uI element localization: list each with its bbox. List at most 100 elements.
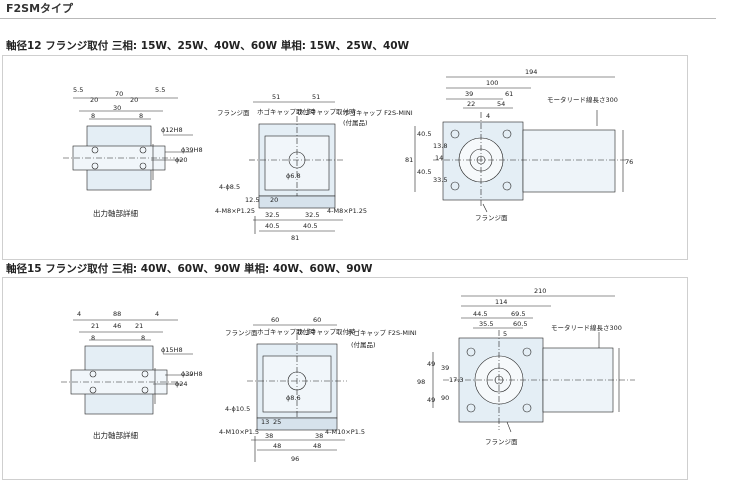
drawing-panel-2: 4 88 4 21 46 21 8 8 ϕ15H8 ϕ39H8 ϕ24 出力軸部… [2,277,688,480]
detail-dim-1-1: 20 [90,96,98,104]
detail-dim-2-1: 88 [113,310,121,318]
detail-dim-1-5: 5.5 [155,86,165,94]
front-dim-2-0: 60 [271,316,279,324]
side-dim-2-12: 90 [441,394,449,402]
front-label-1-0: フランジ面 [217,109,250,117]
side-dim-2-2: 44.5 [473,310,487,318]
front-dim-2-11: 48 [313,442,321,450]
side-dim-1-9: 81 [405,156,413,164]
side-dim-1-1: 100 [486,79,498,87]
output-shaft-detail-1 [63,97,193,191]
side-dim-2-3: 69.5 [511,310,525,318]
front-dim-2-10: 48 [273,442,281,450]
front-dim-2-1: 60 [313,316,321,324]
detail-dim-2-8: ϕ15H8 [161,346,183,354]
front-label-2-3: ホゴキャップ F2S-MINI [347,328,417,337]
detail-dim-1-9: ϕ39H8 [181,146,203,154]
side-dim-2-1: 114 [495,298,507,306]
front-dim-1-7: 4-M8×P1.25 [327,207,367,215]
front-dim-2-9: 38 [315,432,323,440]
detail-dim-2-4: 46 [113,322,121,330]
front-dim-1-2: ϕ6.8 [286,172,301,180]
side-dim-1-13: 76 [625,158,633,166]
front-dim-1-0: 51 [272,93,280,101]
detail-dim-2-9: ϕ39H8 [181,370,203,378]
side-dim-1-7: 40.5 [417,130,431,138]
side-dim-2-10: 39 [441,364,449,372]
side-dim-1-10: 13.8 [433,142,447,150]
front-dim-1-4: 12.5 [245,196,259,204]
front-dim-2-7: 4-M10×P1.5 [325,428,365,436]
side-label-2-0: モータリード線長さ300 [551,323,622,332]
front-dim-1-5: 20 [270,196,278,204]
side-dim-2-5: 60.5 [513,320,527,328]
section-title-2: 軸径15 フランジ取付 三相: 40W、60W、90W 単相: 40W、60W、… [6,263,373,275]
front-dim-1-12: 81 [291,234,299,242]
side-dim-1-11: 14 [435,154,443,162]
front-dim-2-4: 13 [261,418,269,426]
detail-dim-1-7: 8 [139,112,143,120]
title-divider [0,18,716,19]
front-dim-2-3: 4-ϕ10.5 [225,405,250,413]
front-dim-1-6: 4-M8×P1.25 [215,207,255,215]
side-dim-1-12: 33.5 [433,176,447,184]
side-dim-2-9: 98 [417,378,425,386]
side-label-2-1: フランジ面 [485,438,518,446]
front-dim-2-2: ϕ8.6 [286,394,301,402]
front-dim-2-12: 96 [291,455,299,463]
detail-dim-1-0: 5.5 [73,86,83,94]
detail-dim-1-3: 70 [115,90,123,98]
detail-dim-1-8: ϕ12H8 [161,126,183,134]
detail-dim-2-2: 4 [155,310,159,318]
side-view-2 [432,295,635,433]
front-view-2 [247,324,347,462]
section-title-1: 軸径12 フランジ取付 三相: 15W、25W、40W、60W 単相: 15W、… [6,40,410,52]
detail-dim-2-10: ϕ24 [175,380,188,388]
front-label-1-4: (付属品) [343,118,368,127]
front-dim-2-6: 4-M10×P1.5 [219,428,259,436]
front-label-2-2: ホゴキャップ取付時 [297,327,356,336]
detail-caption-1: 出力軸部詳細 [93,208,138,218]
front-dim-1-3: 4-ϕ8.5 [219,183,240,191]
detail-dim-1-2: 20 [130,96,138,104]
dimension-drawing-1: 5.5 20 20 70 30 5.5 8 8 ϕ12H8 ϕ39H8 ϕ20 … [63,68,633,242]
dimension-drawing-2: 4 88 4 21 46 21 8 8 ϕ15H8 ϕ39H8 ϕ24 出力軸部… [61,287,635,463]
front-label-1-2: ホゴキャップ取付時 [297,107,356,116]
side-dim-2-6: 5 [503,330,507,338]
side-dim-1-2: 39 [465,90,473,98]
side-dim-1-0: 194 [525,68,537,76]
front-dim-1-10: 40.5 [265,222,279,230]
side-dim-1-5: 54 [497,100,505,108]
front-dim-2-5: 25 [273,418,281,426]
side-label-1-0: モータリード線長さ300 [547,95,618,104]
front-label-2-1: ホゴキャップ取付時 [257,327,316,336]
side-label-1-1: フランジ面 [475,214,508,222]
side-dim-2-4: 35.5 [479,320,493,328]
front-dim-1-9: 32.5 [305,211,319,219]
output-shaft-detail-2 [61,319,193,415]
front-label-1-1: ホゴキャップ取付時 [257,107,316,116]
side-dim-1-3: 61 [505,90,513,98]
front-dim-2-8: 38 [265,432,273,440]
front-label-2-4: (付属品) [351,340,376,349]
side-dim-2-11: 17.3 [449,376,463,384]
side-dim-2-7: 49 [427,360,435,368]
side-dim-1-8: 40.5 [417,168,431,176]
drawing-panel-1: 5.5 20 20 70 30 5.5 8 8 ϕ12H8 ϕ39H8 ϕ20 … [2,55,688,260]
side-dim-1-6: 4 [486,112,490,120]
detail-dim-1-6: 8 [91,112,95,120]
detail-caption-2: 出力軸部詳細 [93,430,138,440]
side-dim-1-4: 22 [467,100,475,108]
front-view-1 [249,101,345,234]
detail-dim-2-7: 8 [141,334,145,342]
detail-dim-2-5: 21 [135,322,143,330]
side-view-1 [414,76,629,213]
detail-dim-2-6: 8 [91,334,95,342]
front-dim-1-1: 51 [312,93,320,101]
detail-dim-2-3: 21 [91,322,99,330]
front-dim-1-8: 32.5 [265,211,279,219]
front-dim-1-11: 40.5 [303,222,317,230]
front-label-2-0: フランジ面 [225,329,258,337]
side-dim-2-0: 210 [534,287,546,295]
page-title: F2SMタイプ [6,2,74,15]
